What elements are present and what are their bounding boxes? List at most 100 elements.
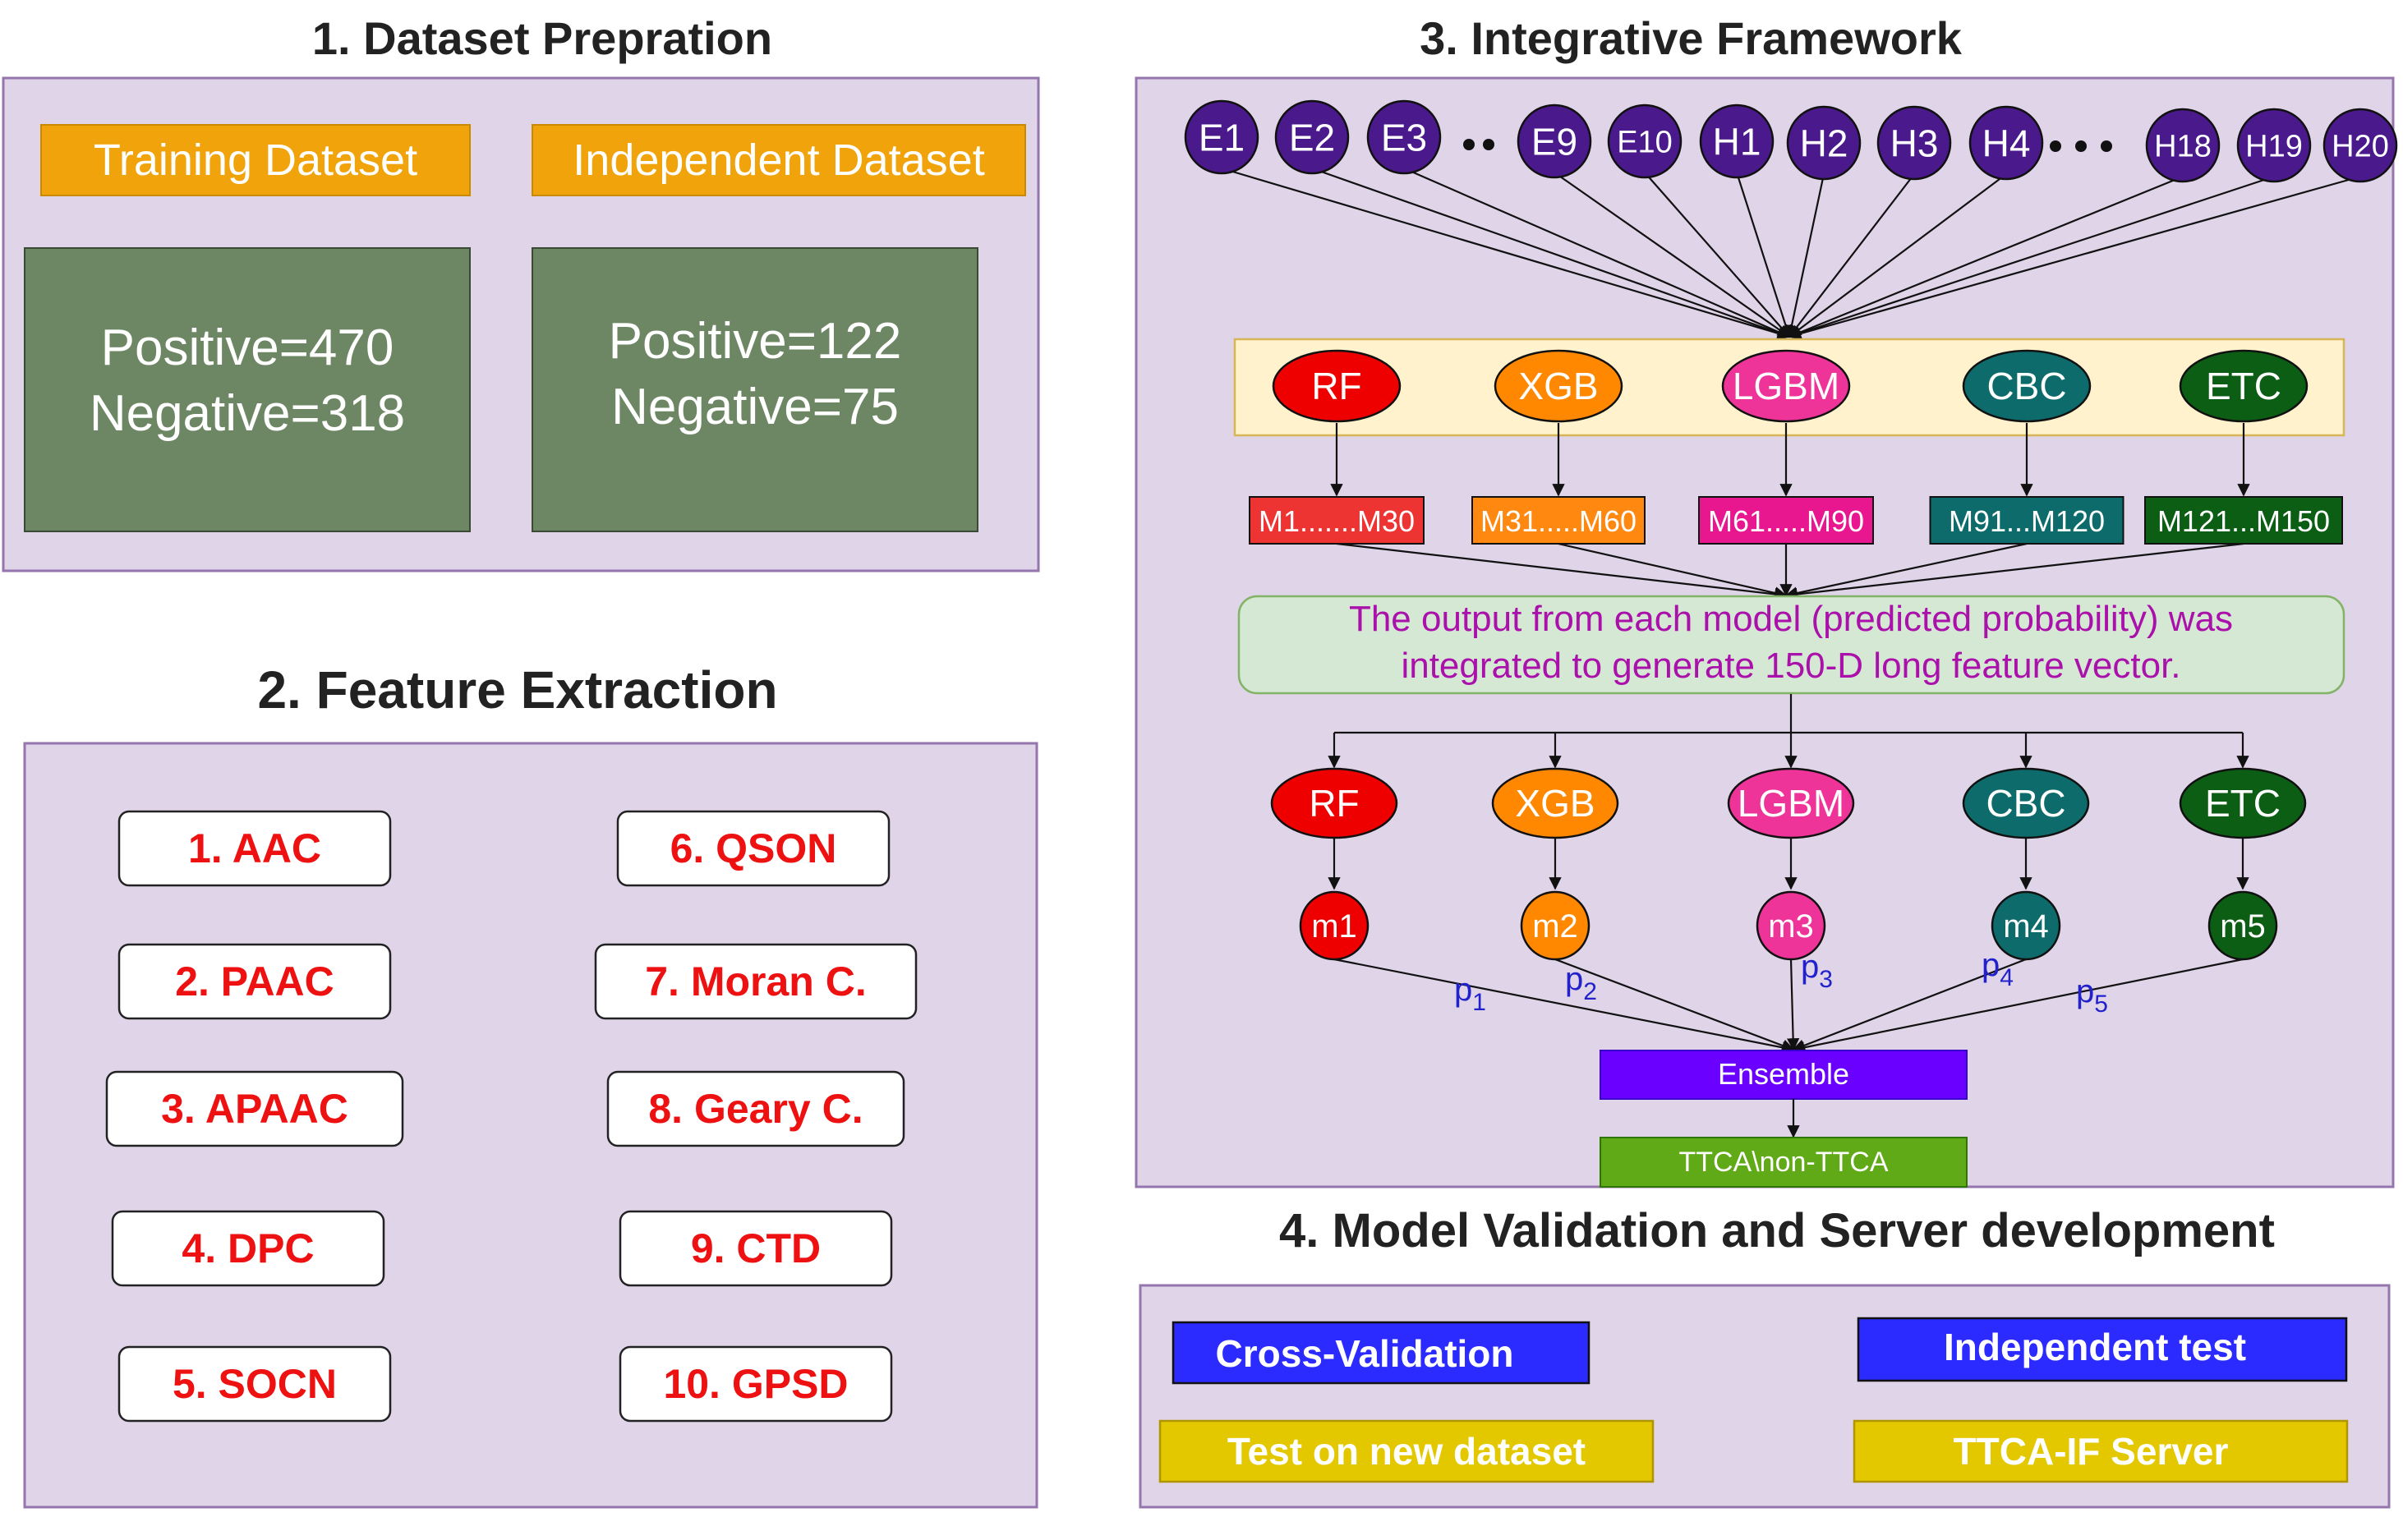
meta-classifier-node [1727,767,1855,839]
encoding-label: E1 [1199,117,1245,159]
probability-label: p3 [1801,949,1833,993]
integration-text-line1: The output from each model (predicted pr… [1349,599,2233,639]
feature-label: 8. Geary C. [648,1086,863,1132]
framework-section-title: 3. Integrative Framework [1420,12,1963,64]
encoding-node [1184,99,1259,175]
feature-box [117,1345,392,1423]
encoding-connector [1403,167,1791,338]
validation-section-title: 4. Model Validation and Server developme… [1279,1204,2275,1257]
new-dataset-test-box [1158,1419,1655,1483]
meta-classifier-label: CBC [1986,782,2065,825]
meta-model-label: m5 [2220,908,2266,945]
encoding-node [1274,99,1350,175]
meta-model-node [2207,890,2278,961]
models-to-integration-arrow [1784,542,2244,601]
training-positive-count: Positive=470 [101,319,394,376]
encoding-node [1517,103,1592,179]
encoding-ellipsis-left [1463,139,1494,150]
probability-label: p2 [1565,961,1597,1005]
feature-label: 9. CTD [691,1225,821,1271]
meta-classifier-label: LGBM [1738,782,1844,825]
probability-label: p1 [1454,972,1486,1016]
feature-box [105,1070,404,1147]
encoding-label: E9 [1531,121,1577,163]
encoding-connectors [1221,167,2361,340]
server-label: TTCA-IF Server [1954,1430,2229,1473]
base-classifier-label: XGB [1518,365,1598,407]
meta-model-node [1299,890,1370,961]
independent-counts-box [532,247,978,532]
model-group-box [1698,496,1874,545]
feature-box [111,1210,385,1287]
feature-box [117,943,392,1020]
meta-model-label: m1 [1311,908,1357,945]
feature-label: 7. Moran C. [645,958,866,1004]
training-dataset-label: Training Dataset [94,136,417,185]
prob-to-ensemble-arrow [1792,958,2244,1054]
models-to-integration-arrow [1558,542,1788,600]
encoding-connector [1788,175,2361,340]
prob-to-ensemble-arrow [1792,958,2027,1052]
feature-box [619,1345,893,1423]
encoding-connector [1311,167,1791,339]
encoding-ellipsis-right [2050,140,2112,152]
probability-label: p4 [1982,947,2014,991]
encoding-label: H18 [2154,130,2212,164]
base-classifier-node [1962,349,2092,423]
training-negative-count: Negative=318 [90,385,405,442]
independent-dataset-label: Independent Dataset [573,136,984,185]
meta-classifier-node [1962,767,2090,839]
meta-classifier-label: XGB [1515,782,1595,825]
encoding-connector [1221,167,1791,340]
model-group-box [1929,496,2124,545]
encoding-connector [1785,173,1825,338]
integration-text-line2: integrated to generate 150-D long featur… [1401,646,2180,686]
output-box [1600,1137,1968,1188]
feature-label: 10. GPSD [663,1361,848,1407]
feature-box [606,1070,905,1147]
encoding-connector [1554,172,1791,338]
model-group-label: M31.....M60 [1480,504,1637,538]
encoding-label: E3 [1381,117,1427,159]
independent-dataset-label-box [532,124,1026,196]
meta-model-node [1756,890,1826,961]
encoding-node [2236,108,2312,183]
encoding-node [1699,103,1775,179]
prob-to-ensemble-arrow [1554,958,1795,1052]
model-group-label: M61.....M90 [1708,504,1864,538]
new-dataset-test-label: Test on new dataset [1227,1430,1586,1473]
base-classifier-label: LGBM [1733,365,1839,407]
encoding-node [2145,108,2221,183]
independent-positive-count: Positive=122 [609,313,902,370]
encoding-node [1968,105,2044,181]
base-classifier-node [1494,349,1623,423]
meta-model-node [1991,890,2061,961]
encoding-connector [1735,172,1793,338]
meta-model-label: m3 [1768,908,1814,945]
independent-test-box [1857,1317,2348,1382]
feature-label: 4. DPC [182,1225,314,1271]
model-group-box [1471,496,1646,545]
base-classifier-node [2179,349,2309,423]
encoding-label: H20 [2332,130,2389,164]
feature-label: 5. SOCN [173,1361,337,1407]
ensemble-label: Ensemble [1718,1057,1849,1091]
encoding-connector [1788,175,2275,339]
meta-model-label: m4 [2003,908,2049,945]
cross-validation-box [1172,1321,1590,1385]
meta-classifier-label: ETC [2205,782,2281,825]
dataset-section-title: 1. Dataset Prepration [312,12,772,64]
feature-box [117,810,392,887]
prob-to-ensemble-arrow [1786,958,1800,1051]
encoding-label: H4 [1982,122,2031,165]
feature-section-title: 2. Feature Extraction [257,660,777,719]
feature-box [619,1210,893,1287]
base-classifier-node [1721,349,1851,423]
encoding-node [1607,103,1683,179]
meta-model-label: m2 [1532,908,1578,945]
training-counts-box [24,247,471,532]
model-group-box [1249,496,1425,545]
